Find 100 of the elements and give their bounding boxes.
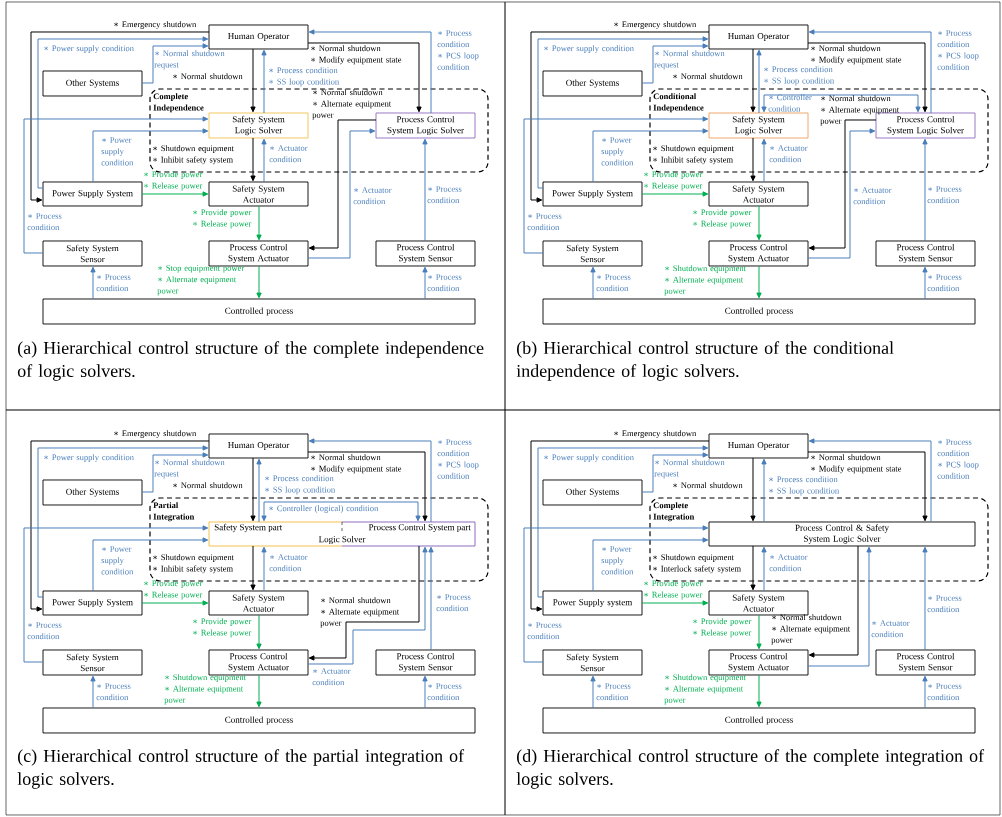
edge-label: ∗ Normal shutdown ∗ Alternate equipment power	[771, 614, 851, 645]
arrow	[756, 49, 762, 114]
arrow	[256, 614, 262, 650]
edge-label: ∗ Emergency shutdown	[114, 21, 197, 29]
edge-label: ∗ Process condition	[527, 622, 562, 640]
component-box: Process Control System Actuator	[708, 649, 809, 676]
edge-label: ∗ Process condition ∗ PCS loop condition	[937, 439, 979, 479]
arrow	[261, 49, 267, 114]
edge-label: ∗ Shutdown equipment ∗ Inhibit safety system	[153, 145, 234, 165]
edge-label: ∗ Provide power ∗ Release power	[693, 618, 752, 638]
component-box: Power Supply System	[42, 590, 143, 616]
edge-label: ∗ Process condition	[596, 274, 631, 292]
component-box: Process Control System Logic Solver	[375, 112, 476, 139]
edge-label: ∗ Emergency shutdown	[114, 430, 197, 438]
edge-label: ∗ Process condition	[927, 274, 962, 292]
edge-label: ∗ Normal shutdown ∗ Alternate equipment power	[320, 597, 400, 628]
edge-label: ∗ Shutdown equipment ∗ Inhibit safety system	[653, 145, 734, 165]
arrow	[261, 546, 267, 592]
edge-label: ∗ Normal shutdown	[673, 73, 743, 80]
arrow	[807, 42, 928, 113]
edge-label: ∗ Provide power ∗ Release power	[144, 171, 203, 191]
edge-label: ∗ Process condition ∗ PCS loop condition	[437, 30, 479, 70]
component-box: Process Control System Sensor	[375, 240, 476, 267]
arrow	[256, 458, 262, 523]
arrow	[92, 537, 209, 592]
component-box: Process Control System Actuator	[708, 240, 809, 267]
logic-solver-box: Safety System part Process Control System part Logic Solver	[208, 521, 476, 547]
edge-label: ∗ Process condition	[927, 595, 962, 613]
edge-label: ∗ Shutdown equipment ∗ Alternate equipment power	[164, 674, 246, 705]
edge-label: ∗ Provide power ∗ Release power	[693, 209, 752, 229]
component-box: Other Systems	[542, 70, 643, 97]
arrow	[807, 546, 872, 667]
edge-label: ∗ Controller (logical) condition	[269, 505, 379, 513]
edge-label: ∗ Process condition	[927, 683, 962, 701]
edge-label: ∗ Actuator condition	[853, 187, 892, 205]
arrow	[922, 138, 928, 242]
component-box: Process Control System Sensor	[875, 649, 976, 676]
arrow	[428, 546, 434, 651]
component-box: Safety System Actuator	[708, 181, 809, 207]
edge-label: ∗ Normal shutdown request	[654, 50, 725, 70]
arrow	[308, 438, 432, 523]
arrow	[922, 266, 928, 300]
arrow	[761, 138, 767, 183]
edge-label: ∗ Process condition	[27, 213, 62, 231]
arrow	[590, 675, 596, 709]
component-box: Process Control System Sensor	[875, 240, 976, 267]
edge-label: ∗ Power supply condition	[601, 137, 634, 166]
arrow	[761, 94, 921, 113]
arrow	[261, 138, 267, 183]
edge-label: ∗ Process condition	[436, 594, 471, 612]
arrow	[756, 614, 762, 650]
edge-label: ∗ Actuator condition	[269, 145, 308, 163]
arrow	[761, 458, 767, 523]
edge-label: ∗ Process condition ∗ SS loop condition	[269, 67, 340, 87]
edge-label: ∗ Normal shutdown request	[154, 459, 225, 479]
edge-label: ∗ Power supply condition	[544, 454, 634, 462]
arrow	[922, 546, 928, 651]
arrow	[922, 675, 928, 709]
arrow	[141, 191, 209, 197]
arrow	[308, 29, 432, 114]
arrow	[750, 545, 756, 591]
component-box: Human Operator	[708, 24, 809, 50]
arrow	[422, 266, 428, 300]
component-box: Safety System Sensor	[42, 649, 143, 676]
edge-label: ∗ Power supply condition	[44, 45, 134, 53]
edge-label: ∗ Normal shutdown	[173, 73, 243, 80]
component-box: Power Supply system	[542, 590, 643, 616]
edge-label: ∗ Normal shutdown	[173, 482, 243, 489]
edge-label: ∗ Process condition ∗ SS loop condition	[265, 475, 336, 495]
edge-label: ∗ Power supply condition	[544, 45, 634, 53]
edge-label: ∗ Stop equipment power ∗ Alternate equipment power	[157, 265, 245, 296]
edge-label: ∗ Normal shutdown ∗ Modify equipment state	[311, 45, 402, 65]
arrow	[250, 48, 256, 113]
edge-label: ∗ Actuator condition	[769, 554, 808, 572]
arrow	[141, 43, 209, 84]
component-box: Safety System Actuator	[208, 590, 309, 616]
edge-label: ∗ Normal shutdown ∗ Modify equipment state	[811, 454, 902, 474]
arrow	[92, 128, 209, 183]
arrow	[641, 191, 709, 197]
arrow	[592, 537, 709, 592]
edge-label: ∗ Provide power ∗ Release power	[644, 171, 703, 191]
component-box: Controlled process	[542, 298, 976, 325]
component-box: Human Operator	[708, 433, 809, 459]
edge-label: ∗ Normal shutdown ∗ Modify equipment state	[311, 454, 402, 474]
arrow	[307, 42, 422, 113]
edge-label: ∗ Process condition ∗ SS loop condition	[764, 66, 834, 86]
edge-label: ∗ Power supply condition	[101, 137, 134, 166]
edge-label: ∗ Power supply condition	[601, 546, 634, 575]
edge-label: ∗ Power supply condition	[44, 454, 134, 462]
edge-label: ∗ Process condition	[96, 274, 131, 292]
arrow	[592, 128, 709, 183]
component-box: Other Systems	[542, 479, 643, 506]
arrow	[90, 266, 96, 300]
arrow	[641, 452, 709, 493]
arrow	[250, 545, 256, 591]
arrow	[422, 138, 428, 242]
edge-label: ∗ Process condition ∗ PCS loop condition	[437, 439, 479, 479]
arrow	[250, 137, 256, 182]
arrow	[808, 438, 932, 523]
component-box: Safety System Actuator	[208, 181, 309, 207]
